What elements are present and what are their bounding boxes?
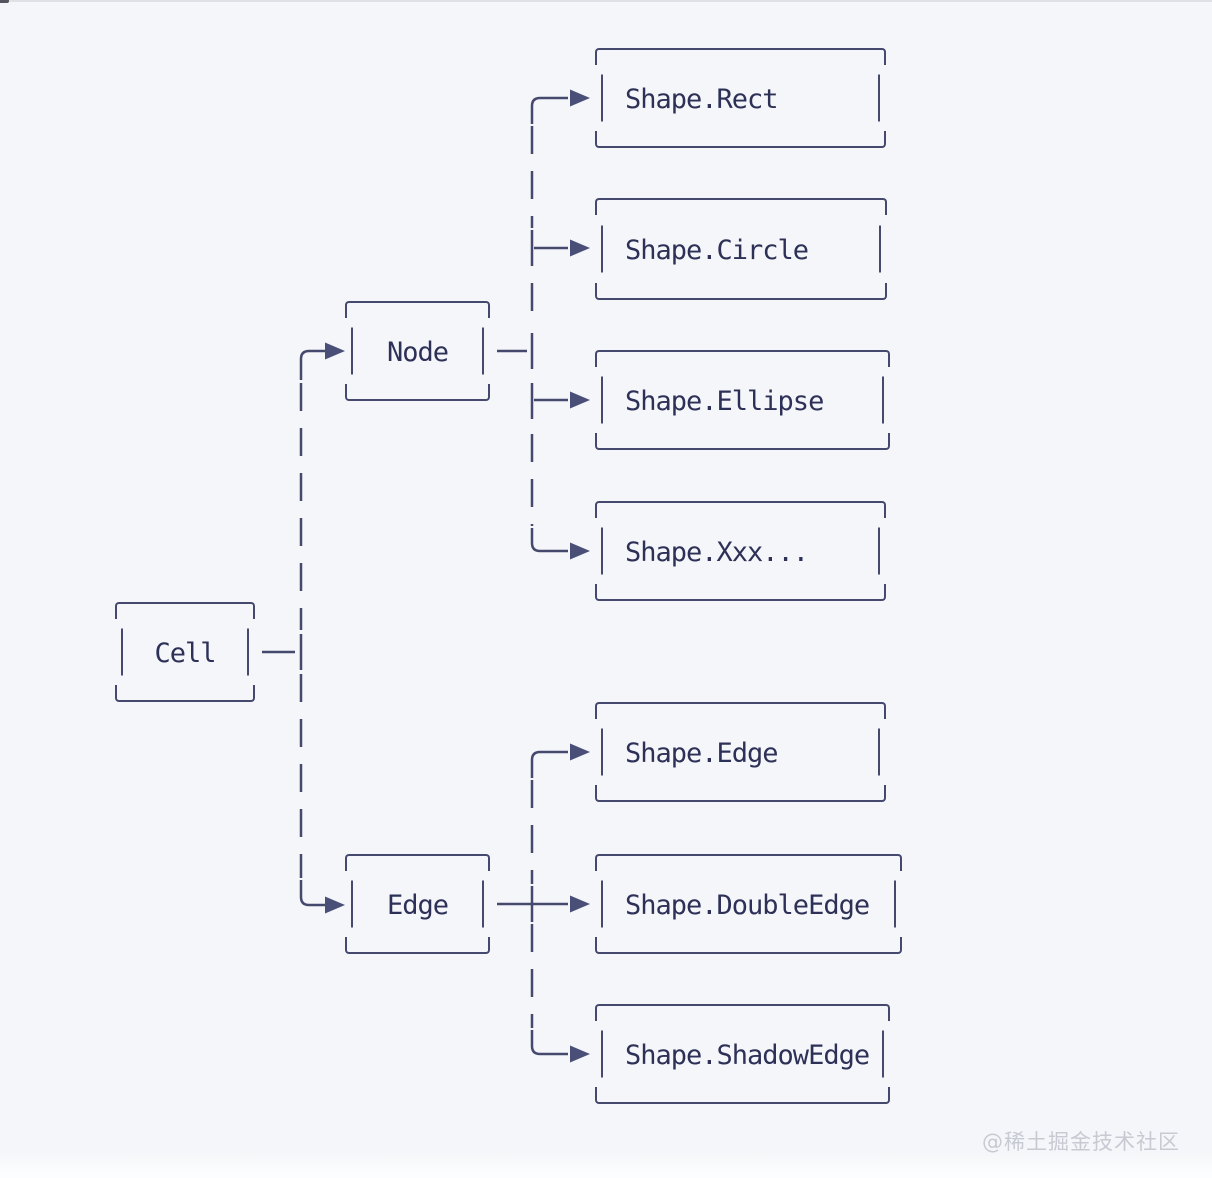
box-side-bar (601, 225, 603, 273)
node-label-cell: Cell (154, 637, 216, 669)
bottom-fade (0, 1152, 1212, 1178)
diagram-node-shape-ellipse: Shape.Ellipse (595, 350, 890, 450)
diagram-node-shape-shadowedge: Shape.ShadowEdge (595, 1004, 890, 1104)
box-side-bar (879, 225, 881, 273)
diagram-node-node: Node (345, 301, 490, 401)
connector-cell-children (262, 342, 345, 914)
diagram-node-shape-doubleedge: Shape.DoubleEdge (595, 854, 902, 954)
node-label-shape-ellipse: Shape.Ellipse (625, 385, 824, 417)
box-side-bar (482, 327, 484, 375)
node-label-shape-xxx: Shape.Xxx... (625, 536, 809, 568)
node-label-shape-edge: Shape.Edge (625, 737, 779, 769)
box-side-bar (351, 327, 353, 375)
connector-edge-children (497, 743, 590, 1063)
diagram-node-edge: Edge (345, 854, 490, 954)
box-side-bar (351, 880, 353, 928)
box-side-bar (601, 1030, 603, 1078)
node-label-shape-doubleedge: Shape.DoubleEdge (625, 889, 870, 921)
box-side-bar (601, 880, 603, 928)
box-side-bar (601, 728, 603, 776)
box-side-bar (878, 728, 880, 776)
window-top-border (0, 0, 1212, 2)
diagram-node-cell: Cell (115, 602, 255, 702)
node-label-edge: Edge (386, 889, 449, 921)
node-label-shape-rect: Shape.Rect (625, 83, 779, 115)
window-top-corner (0, 0, 9, 3)
juejin-watermark: @稀土掘金技术社区 (982, 1130, 1180, 1154)
box-side-bar (601, 527, 603, 575)
box-side-bar (482, 880, 484, 928)
box-side-bar (894, 880, 896, 928)
box-side-bar (121, 628, 123, 676)
box-side-bar (882, 376, 884, 424)
node-label-shape-shadowedge: Shape.ShadowEdge (625, 1039, 870, 1071)
connector-node-children (497, 89, 590, 560)
diagram-node-shape-circle: Shape.Circle (595, 198, 887, 300)
box-side-bar (878, 74, 880, 122)
node-label-shape-circle: Shape.Circle (625, 234, 809, 266)
diagram-node-shape-xxx: Shape.Xxx... (595, 501, 886, 601)
diagram-node-shape-rect: Shape.Rect (595, 48, 886, 148)
node-label-node: Node (386, 336, 449, 368)
diagram-node-shape-edge: Shape.Edge (595, 702, 886, 802)
box-side-bar (601, 74, 603, 122)
box-side-bar (601, 376, 603, 424)
box-side-bar (878, 527, 880, 575)
box-side-bar (882, 1030, 884, 1078)
box-side-bar (247, 628, 249, 676)
